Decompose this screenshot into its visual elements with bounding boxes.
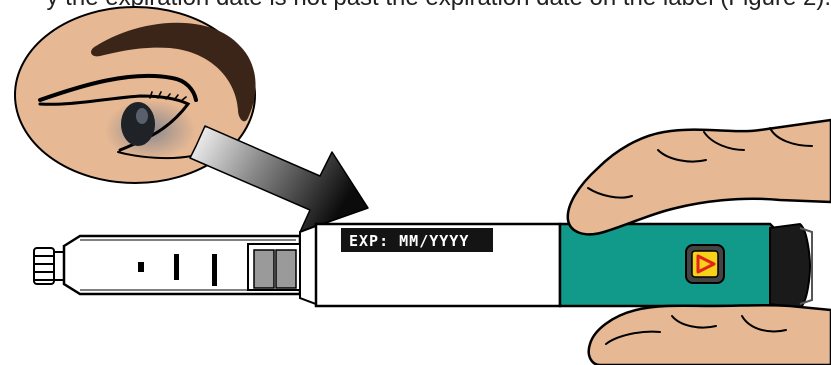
injection-pen-icon [33, 222, 813, 310]
pen-grip [558, 222, 780, 308]
hand-icon [587, 303, 831, 365]
gaze-arrow-icon [189, 125, 369, 233]
lower-lid [117, 151, 193, 160]
eyelashes [149, 91, 187, 102]
expiry-date-text: EXP: MM/YYYY [349, 232, 469, 250]
eye-icon [14, 6, 256, 184]
dose-mark [174, 254, 179, 280]
eyebrow [91, 22, 256, 122]
pen-cap-tip [33, 247, 65, 285]
expiry-label: EXP: MM/YYYY [341, 228, 493, 252]
eye-highlight [136, 108, 148, 124]
pen-end-cap [769, 222, 812, 310]
eyelid-crease [38, 73, 198, 102]
expiry-label-background [341, 228, 493, 252]
eye-iris [121, 102, 155, 146]
hand-icon [566, 118, 831, 236]
plunger-block [253, 249, 275, 289]
dose-mark [138, 262, 144, 272]
play-button-icon [685, 244, 725, 284]
instruction-caption: y the expiration date is not past the ex… [0, 0, 831, 15]
dose-mark [212, 254, 217, 286]
pen-collar [299, 224, 317, 306]
plunger-block [275, 249, 297, 289]
